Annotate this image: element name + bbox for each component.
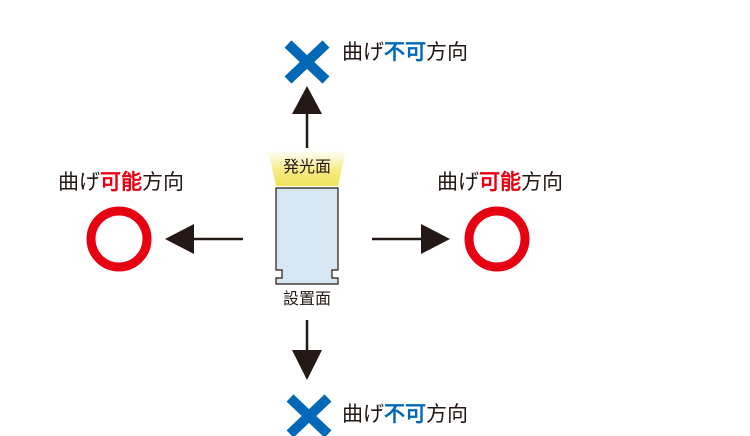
- label-left-post: 方向: [142, 170, 184, 194]
- circle-ok-icon: [464, 206, 530, 272]
- label-left-direction: 曲げ可能方向: [58, 170, 184, 194]
- label-left-highlight: 可能: [100, 170, 142, 194]
- label-bottom-pre: 曲げ: [342, 402, 384, 426]
- mounting-face-label: 設置面: [282, 289, 331, 308]
- arrow-left: [165, 224, 243, 254]
- label-right-pre: 曲げ: [437, 170, 479, 194]
- label-bottom-direction: 曲げ不可方向: [342, 402, 468, 426]
- label-bottom-post: 方向: [426, 402, 468, 426]
- label-top-post: 方向: [426, 40, 468, 64]
- label-right-highlight: 可能: [479, 170, 521, 194]
- component-body: [275, 187, 339, 285]
- label-top-pre: 曲げ: [342, 40, 384, 64]
- cross-ng-icon: [284, 40, 330, 84]
- label-right-post: 方向: [521, 170, 563, 194]
- arrow-up: [292, 86, 322, 148]
- emitting-face-glow: [268, 150, 346, 186]
- label-right-direction: 曲げ可能方向: [437, 170, 563, 194]
- label-top-highlight: 不可: [384, 40, 426, 64]
- label-bottom-highlight: 不可: [384, 402, 426, 426]
- cross-ng-icon: [286, 394, 332, 436]
- arrow-right: [372, 224, 450, 254]
- label-top-direction: 曲げ不可方向: [342, 40, 468, 64]
- circle-ok-icon: [86, 206, 152, 272]
- label-left-pre: 曲げ: [58, 170, 100, 194]
- arrow-down: [292, 320, 322, 380]
- emitting-face-label: 発光面: [282, 157, 331, 176]
